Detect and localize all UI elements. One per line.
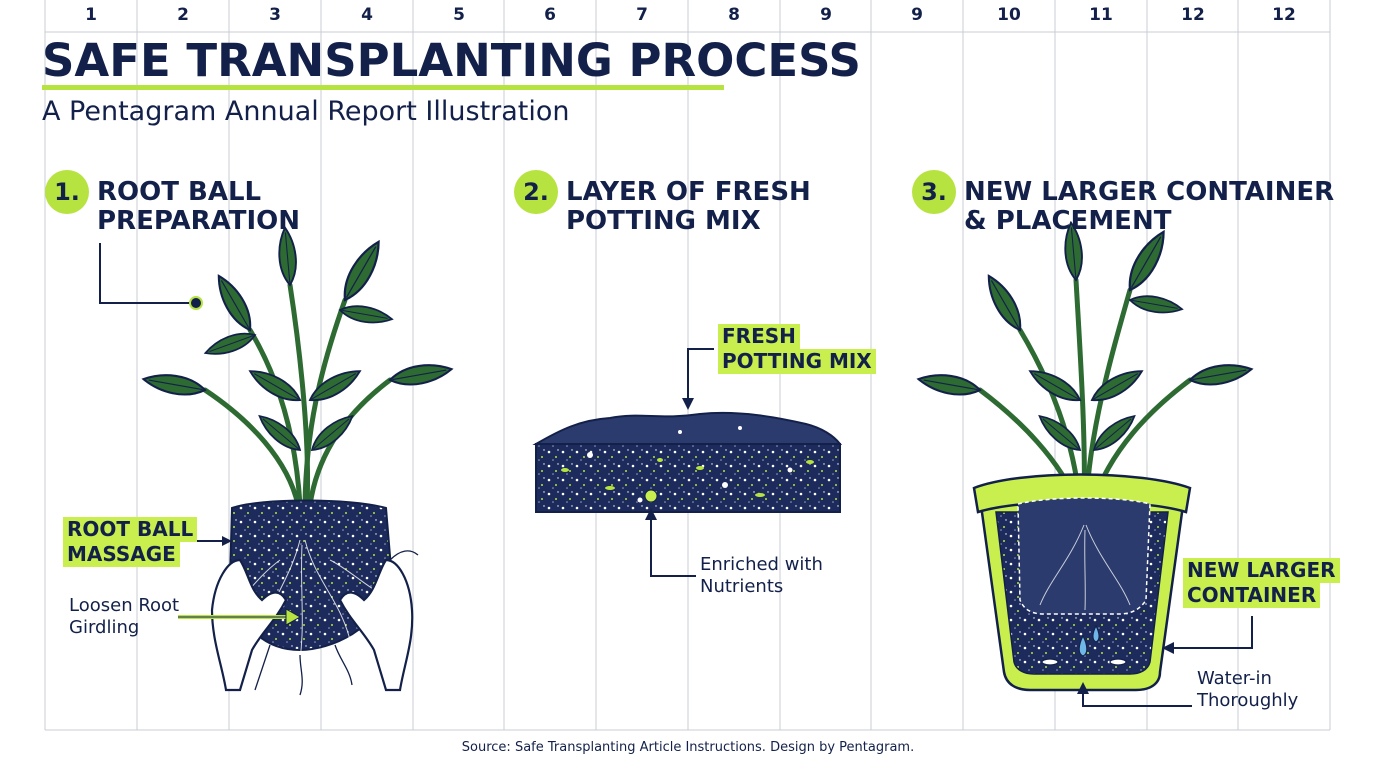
grid-number: 11	[1089, 5, 1113, 25]
water-in-note-line1: Water-in	[1197, 668, 1272, 689]
grid-number: 5	[453, 5, 465, 25]
fresh-mix-label-line2: POTTING MIX	[718, 349, 876, 374]
grid-number: 9	[911, 5, 923, 25]
enriched-note-line2: Nutrients	[700, 576, 784, 597]
title-underline	[42, 85, 724, 90]
grid-number: 9	[820, 5, 832, 25]
step-3-title-line2: & PLACEMENT	[964, 206, 1172, 236]
grid-number: 2	[177, 5, 189, 25]
step-1-badge: 1.	[45, 170, 89, 214]
step-1-title-line1: ROOT BALL	[97, 177, 262, 207]
loosen-root-note-line2: Girdling	[69, 617, 140, 638]
grid-number: 3	[269, 5, 281, 25]
loosen-root-note-line1: Loosen Root	[69, 595, 180, 616]
potting-mix-illustration	[532, 348, 843, 577]
enriched-note: Enriched with Nutrients	[700, 554, 823, 598]
new-container-label-line1: NEW LARGER	[1183, 558, 1340, 583]
step-3-title-line1: NEW LARGER CONTAINER	[964, 177, 1335, 207]
step-3-title: NEW LARGER CONTAINER & PLACEMENT	[964, 178, 1334, 236]
new-container-label-line2: CONTAINER	[1183, 583, 1321, 608]
source-credit: Source: Safe Transplanting Article Instr…	[461, 740, 915, 755]
step-3-badge: 3.	[912, 170, 956, 214]
plant-rootball-illustration	[99, 225, 455, 696]
page-subtitle: A Pentagram Annual Report Illustration	[42, 96, 570, 127]
grid-number: 8	[728, 5, 740, 25]
grid-number: 10	[997, 5, 1021, 25]
water-in-note: Water-in Thoroughly	[1197, 668, 1298, 712]
grid-number: 7	[636, 5, 648, 25]
grid-number: 1	[85, 5, 97, 25]
page-title: SAFE TRANSPLANTING PROCESS	[42, 34, 861, 87]
root-ball-massage-label-line1: ROOT BALL	[63, 517, 198, 542]
grid-number: 12	[1272, 5, 1296, 25]
fresh-mix-label-line1: FRESH	[718, 324, 800, 349]
enriched-note-line1: Enriched with	[700, 554, 823, 575]
grid-number: 12	[1181, 5, 1205, 25]
loosen-root-note: Loosen Root Girdling	[69, 595, 179, 639]
step-2-title-line1: LAYER OF FRESH	[566, 177, 811, 207]
step-2-title: LAYER OF FRESH POTTING MIX	[566, 178, 811, 236]
step-2-title-line2: POTTING MIX	[566, 206, 761, 236]
step-1-title-line2: PREPARATION	[97, 206, 301, 236]
step-1-title: ROOT BALL PREPARATION	[97, 178, 300, 236]
water-in-note-line2: Thoroughly	[1197, 690, 1299, 711]
grid-number: 6	[544, 5, 556, 25]
container-plant-illustration	[915, 220, 1255, 707]
root-ball-massage-label-line2: MASSAGE	[63, 542, 180, 567]
step-2-badge: 2.	[514, 170, 558, 214]
grid-number: 4	[361, 5, 373, 25]
